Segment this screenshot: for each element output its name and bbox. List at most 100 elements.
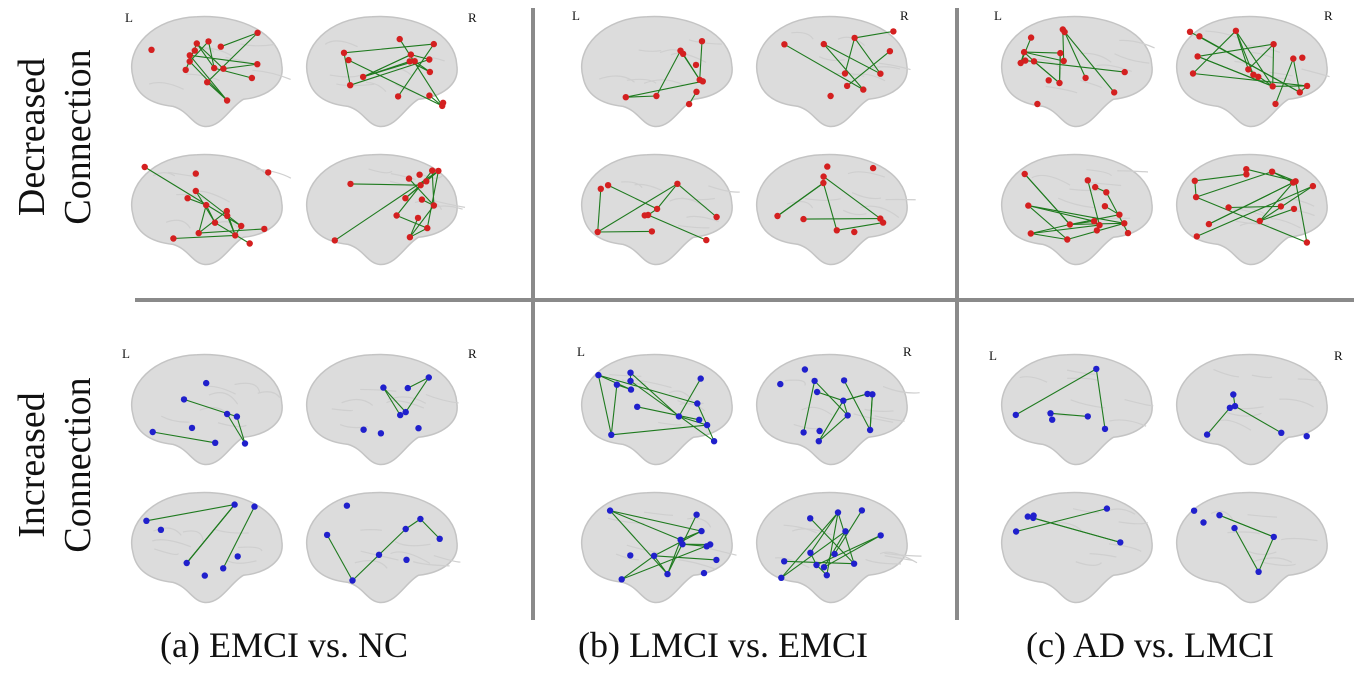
connection-edge	[1033, 517, 1121, 543]
connection-edge	[1206, 407, 1231, 435]
connection-edge	[609, 510, 702, 532]
connection-edge	[1228, 205, 1281, 209]
brain-gyrus	[205, 385, 236, 395]
connection-edge	[823, 43, 881, 75]
connection-edge	[843, 380, 871, 431]
brain-gyrus	[422, 173, 443, 179]
brain-region-node	[710, 438, 718, 445]
connection-edge	[1195, 171, 1273, 198]
connection-edge	[1195, 196, 1308, 244]
connection-edge	[1064, 31, 1087, 79]
brain-region-node	[1205, 220, 1213, 228]
brain-region-node	[1290, 55, 1297, 62]
brain-gyrus	[165, 219, 191, 229]
brain-gyrus	[1301, 68, 1330, 78]
brain-region-node	[418, 196, 426, 203]
brain-region-node	[1203, 431, 1211, 438]
brain-region-node	[866, 426, 874, 434]
brain-region-node	[436, 535, 443, 542]
connection-edge	[1033, 60, 1060, 84]
brain-gyrus	[708, 185, 740, 193]
connection-edge	[1058, 53, 1061, 84]
brain-region-node	[1230, 391, 1237, 398]
connection-edge	[784, 43, 864, 91]
brain-region-node	[801, 366, 809, 373]
brain-region-node	[696, 416, 703, 423]
brain-region-node	[700, 569, 708, 577]
brain-region-node	[1200, 519, 1207, 526]
connection-edge	[803, 218, 881, 220]
brain-region-node	[193, 40, 200, 47]
connection-edge	[625, 95, 657, 98]
panel-decreased-a	[130, 15, 466, 266]
brain-region-node	[781, 41, 788, 48]
connection-edge	[803, 380, 816, 433]
brain-region-node	[664, 570, 671, 578]
brain-region-node	[345, 56, 352, 64]
connection-edge	[409, 227, 428, 238]
brain-gyrus	[216, 221, 242, 231]
brain-region-node	[800, 215, 807, 223]
connection-edge	[207, 41, 215, 69]
brain-gyrus	[864, 408, 894, 412]
brain-region-node	[203, 201, 210, 209]
brain-region-node	[777, 380, 784, 388]
connection-edge	[173, 234, 236, 240]
brain-region-node	[1093, 365, 1100, 373]
connection-edge	[1030, 232, 1068, 241]
connection-edge	[1234, 405, 1282, 434]
brain-region-node	[402, 195, 409, 202]
brain-region-node	[698, 527, 705, 535]
brain-region-node	[414, 214, 422, 222]
brain-gyrus	[365, 81, 387, 92]
brain-gyrus	[234, 382, 261, 394]
brain-region-node	[864, 390, 871, 398]
connection-edge	[198, 204, 207, 234]
connection-edge	[223, 63, 258, 70]
brain-gyrus	[1086, 169, 1113, 177]
brain-region-node	[858, 507, 866, 514]
brain-region-node	[1256, 217, 1264, 225]
brain-region-node	[1268, 168, 1276, 175]
brain-gyrus	[626, 544, 660, 554]
connection-edge	[1025, 60, 1125, 73]
connection-edge	[236, 416, 246, 444]
panel-decreased-c	[1000, 15, 1330, 266]
brain-region-node	[1255, 73, 1262, 81]
connection-edge	[196, 43, 215, 69]
brain-region-node	[397, 411, 404, 419]
brain-gyrus	[865, 558, 902, 565]
brain-surface	[130, 15, 283, 128]
connection-edge	[656, 183, 678, 210]
brain-view-increased-b-3	[755, 491, 922, 604]
brain-gyrus	[879, 551, 918, 564]
connection-edge	[189, 54, 258, 65]
brain-gyrus	[792, 528, 832, 536]
brain-region-node	[149, 428, 156, 436]
brain-gyrus	[626, 78, 657, 84]
brain-surface	[755, 353, 908, 466]
connection-edge	[816, 534, 881, 566]
brain-region-node	[343, 502, 351, 509]
brain-region-node	[331, 237, 338, 244]
brain-region-node	[1060, 57, 1067, 65]
brain-region-node	[430, 40, 437, 48]
brain-region-node	[248, 74, 256, 82]
brain-region-node	[820, 564, 828, 571]
connection-edge	[420, 518, 441, 540]
brain-gyrus	[433, 554, 461, 563]
brain-region-node	[833, 227, 840, 234]
brain-region-node	[869, 164, 877, 172]
caption-c: (c) AD vs. LMCI	[1026, 625, 1274, 665]
brain-region-node	[157, 526, 165, 533]
connection-edge	[343, 43, 434, 54]
brain-surface	[305, 491, 458, 604]
row-label-increased-line2: Connection	[57, 377, 99, 553]
brain-gyrus	[842, 209, 867, 216]
brain-region-node	[653, 92, 660, 100]
brain-region-node	[606, 507, 614, 514]
hemisphere-label-left-c-bottom: L	[989, 348, 997, 363]
row-label-decreased-line1: Decreased	[11, 57, 53, 217]
brain-gyrus	[1109, 419, 1147, 427]
brain-region-node	[402, 525, 409, 533]
